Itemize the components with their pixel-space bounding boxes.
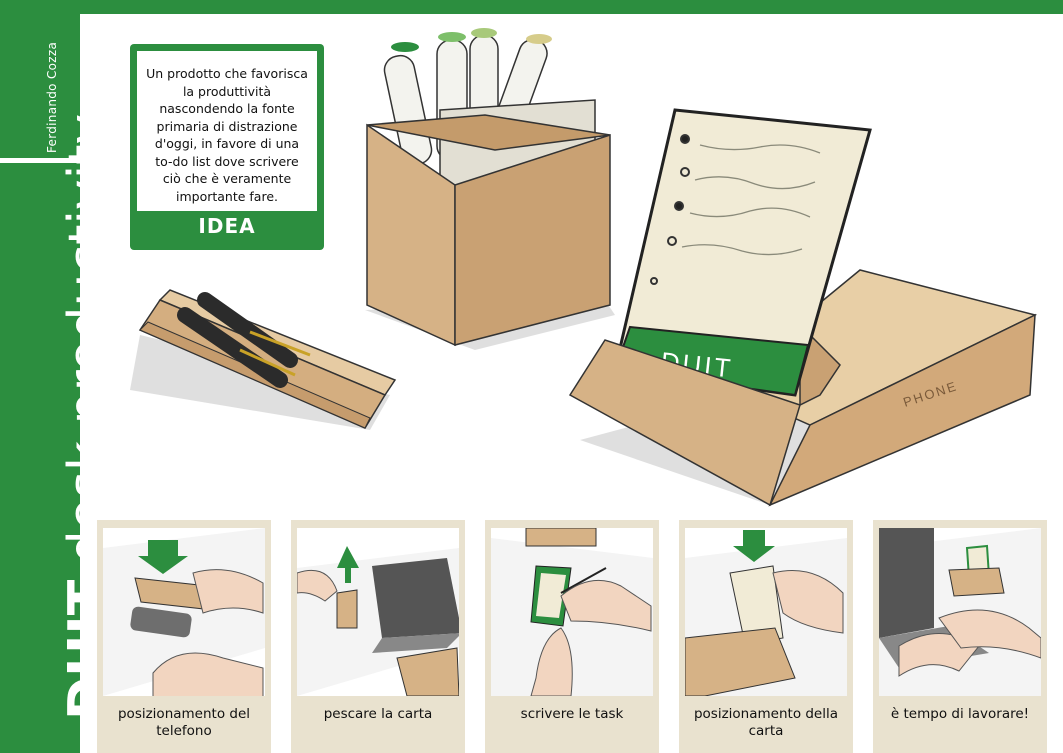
step-5: è tempo di lavorare! [873,520,1047,753]
step-1-caption: posizionamento del telefono [117,706,251,739]
idea-text: Un prodotto che favorisca la produttivit… [146,66,308,204]
title-rest: desk productivity [58,113,118,564]
step-3-caption: scrivere le task [520,706,624,722]
step-2: pescare la carta [291,520,465,753]
step-5-caption: è tempo di lavorare! [890,706,1030,722]
step-3-image [491,528,653,696]
step-4: posizionamento della carta [679,520,853,753]
step-5-image [879,528,1041,696]
step-3: scrivere le task [485,520,659,753]
side-band: Ferdinando Cozza DUIT desk productivity [0,0,118,753]
step-4-caption: posizionamento della carta [693,706,839,739]
side-divider [0,158,80,163]
step-1: posizionamento del telefono [97,520,271,753]
author-name: Ferdinando Cozza [45,41,59,153]
idea-card: Un prodotto che favorisca la produttivit… [130,44,324,250]
top-bar [0,0,1063,14]
usage-steps: posizionamento del telefono pescare la c… [97,520,1047,753]
duit-product-illustration: PHONE DUIT [568,108,1038,507]
card-box-illustration [365,28,615,350]
step-4-image [685,528,847,696]
idea-label: IDEA [198,214,256,238]
idea-inner: Un prodotto che favorisca la produttivit… [137,51,317,211]
step-2-caption: pescare la carta [323,706,433,722]
step-2-image [297,528,459,696]
pen-holder-illustration [130,289,397,430]
step-1-image [103,528,265,696]
